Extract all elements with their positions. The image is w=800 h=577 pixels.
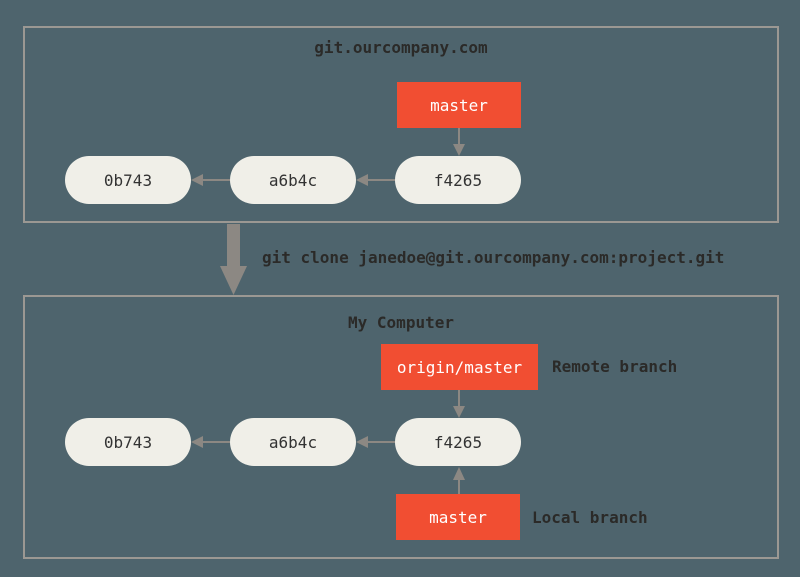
local-computer-panel: My Computer [23, 295, 779, 559]
server-repository-panel: git.ourcompany.com [23, 26, 779, 223]
server-commit-0b743: 0b743 [65, 156, 191, 204]
local-arrowhead-f4265-a6b4c [356, 436, 368, 448]
local-master-branch: master [396, 494, 520, 540]
clone-command: git clone janedoe@git.ourcompany.com:pro… [262, 248, 725, 267]
server-arrowhead-f4265-a6b4c [356, 174, 368, 186]
local-arrowhead-a6b4c-0b743 [191, 436, 203, 448]
local-title: My Computer [348, 313, 454, 332]
server-commit-a6b4c: a6b4c [230, 156, 356, 204]
clone-arrow [220, 224, 247, 295]
local-commit-f4265: f4265 [395, 418, 521, 466]
local-branch-label: Local branch [532, 508, 648, 527]
local-commit-0b743: 0b743 [65, 418, 191, 466]
server-title: git.ourcompany.com [314, 38, 488, 57]
server-master-branch: master [397, 82, 521, 128]
origin-master-branch: origin/master [381, 344, 538, 390]
local-commit-a6b4c: a6b4c [230, 418, 356, 466]
server-branch-arrowhead [453, 144, 465, 156]
remote-branch-label: Remote branch [552, 357, 678, 376]
local-branch-arrowhead [453, 467, 465, 480]
server-commit-f4265: f4265 [395, 156, 521, 204]
remote-branch-arrowhead [453, 406, 465, 418]
server-arrowhead-a6b4c-0b743 [191, 174, 203, 186]
